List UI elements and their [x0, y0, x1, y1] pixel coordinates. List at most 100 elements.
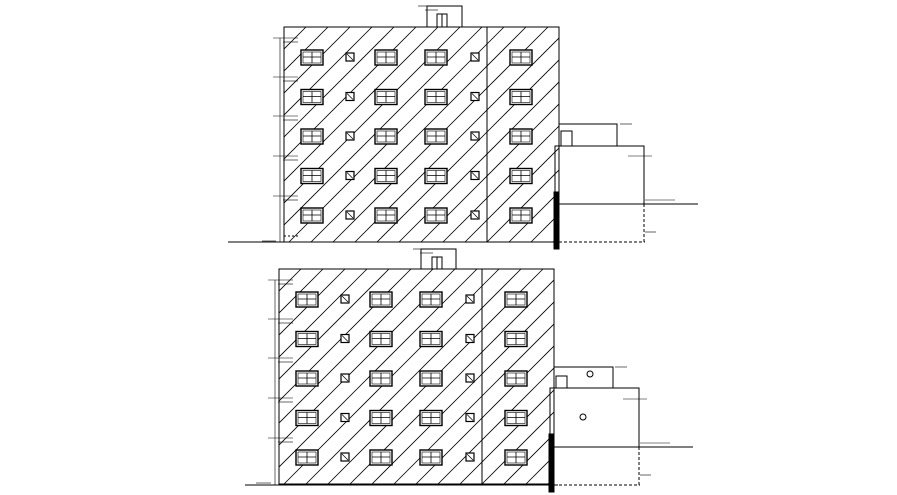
window	[419, 291, 443, 308]
side-block-door	[555, 375, 568, 389]
window-grid	[300, 49, 533, 224]
window	[424, 88, 448, 106]
hatch-line	[508, 191, 559, 242]
level-mark	[268, 437, 293, 443]
level-mark	[268, 397, 293, 403]
vent-window	[465, 373, 475, 383]
side-block-roof	[553, 366, 614, 389]
roof-stair-cabin	[420, 248, 457, 270]
window	[509, 207, 533, 224]
window	[374, 49, 398, 66]
window	[295, 291, 319, 308]
hatch-line	[349, 279, 554, 484]
window	[374, 128, 398, 145]
hatch-line	[279, 269, 324, 314]
window	[295, 409, 319, 427]
wall-hatch	[284, 27, 559, 242]
window	[295, 449, 319, 466]
hatch-line	[354, 37, 559, 242]
window	[419, 449, 443, 466]
side-block	[554, 145, 645, 205]
level-mark	[268, 279, 293, 285]
boundary-wall-post[interactable]	[548, 433, 555, 493]
hatch-line	[442, 125, 559, 242]
vent-window	[340, 452, 350, 462]
window	[295, 330, 319, 348]
lower-elevation	[245, 248, 693, 493]
hatch-line	[284, 27, 395, 138]
hatch-line	[305, 269, 522, 484]
hatch-line	[284, 27, 285, 28]
upper-elevation	[228, 5, 698, 250]
vent-window	[470, 52, 480, 62]
hatch-line	[547, 477, 554, 484]
window	[300, 207, 324, 224]
window	[300, 167, 324, 185]
level-mark	[273, 115, 298, 121]
side-block	[549, 387, 640, 448]
window	[504, 449, 528, 466]
vent-window	[470, 131, 480, 141]
window	[424, 128, 448, 145]
window	[504, 409, 528, 427]
wall-hatch	[279, 269, 554, 484]
window	[369, 291, 393, 308]
window	[509, 128, 533, 145]
hatch-line	[376, 59, 559, 242]
window	[509, 49, 533, 66]
vent-window	[340, 412, 350, 423]
level-mark	[268, 318, 293, 324]
vent-opening	[579, 413, 587, 421]
hatch-line	[279, 269, 302, 292]
hatch-line	[279, 269, 434, 424]
level-mark	[413, 248, 433, 254]
window	[419, 370, 443, 387]
vent-window	[470, 210, 480, 220]
hatch-line	[284, 27, 329, 72]
vent-window	[345, 52, 355, 62]
window	[374, 88, 398, 106]
window	[369, 409, 393, 427]
hatch-line	[459, 389, 554, 484]
window	[295, 370, 319, 387]
hatch-line	[464, 147, 559, 242]
level-mark	[273, 195, 298, 201]
window	[504, 370, 528, 387]
hatch-line	[279, 269, 280, 270]
level-mark	[273, 76, 298, 82]
hatch-line	[310, 27, 527, 242]
window	[504, 330, 528, 348]
hatch-line	[398, 81, 559, 242]
hatch-line	[486, 169, 559, 242]
vent-window	[345, 210, 355, 220]
hatch-line	[279, 269, 390, 380]
hatch-line	[437, 367, 554, 484]
hatch-line	[530, 213, 559, 242]
window	[419, 330, 443, 348]
window	[419, 409, 443, 427]
window	[424, 49, 448, 66]
window	[504, 291, 528, 308]
window	[509, 167, 533, 185]
vent-window	[470, 91, 480, 102]
side-block-door	[560, 130, 573, 147]
boundary-wall-post[interactable]	[553, 191, 560, 250]
window	[300, 128, 324, 145]
window	[509, 88, 533, 106]
hatch-line	[284, 27, 373, 116]
vent-window	[465, 412, 475, 423]
roof-stair-cabin	[426, 5, 463, 28]
window	[374, 167, 398, 185]
vent-window	[345, 170, 355, 181]
hatch-line	[393, 323, 554, 484]
window	[369, 370, 393, 387]
vent-window	[340, 373, 350, 383]
level-mark	[273, 37, 298, 43]
vent-window	[470, 170, 480, 181]
window	[424, 207, 448, 224]
vent-window	[465, 294, 475, 304]
hatch-line	[284, 27, 307, 50]
window	[374, 207, 398, 224]
hatch-line	[552, 235, 559, 242]
